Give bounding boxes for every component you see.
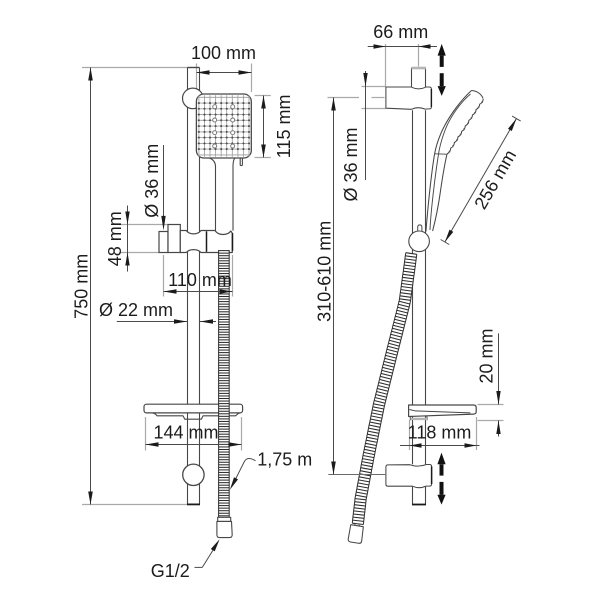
svg-text:Ø 22 mm: Ø 22 mm (99, 300, 173, 320)
svg-text:1,75 m: 1,75 m (257, 449, 312, 469)
svg-text:115 mm: 115 mm (274, 95, 294, 159)
svg-text:Ø 36 mm: Ø 36 mm (142, 144, 162, 218)
svg-text:144 mm: 144 mm (153, 423, 218, 443)
svg-text:310-610 mm: 310-610 mm (314, 221, 334, 322)
svg-text:100 mm: 100 mm (191, 43, 256, 63)
svg-text:66 mm: 66 mm (373, 22, 428, 42)
svg-text:20 mm: 20 mm (476, 328, 496, 383)
svg-text:110 mm: 110 mm (168, 270, 232, 290)
svg-text:750 mm: 750 mm (72, 254, 92, 319)
svg-text:G1/2: G1/2 (151, 561, 190, 581)
svg-text:118 mm: 118 mm (408, 422, 472, 442)
svg-text:Ø 36 mm: Ø 36 mm (341, 127, 361, 201)
svg-text:48 mm: 48 mm (105, 211, 125, 266)
